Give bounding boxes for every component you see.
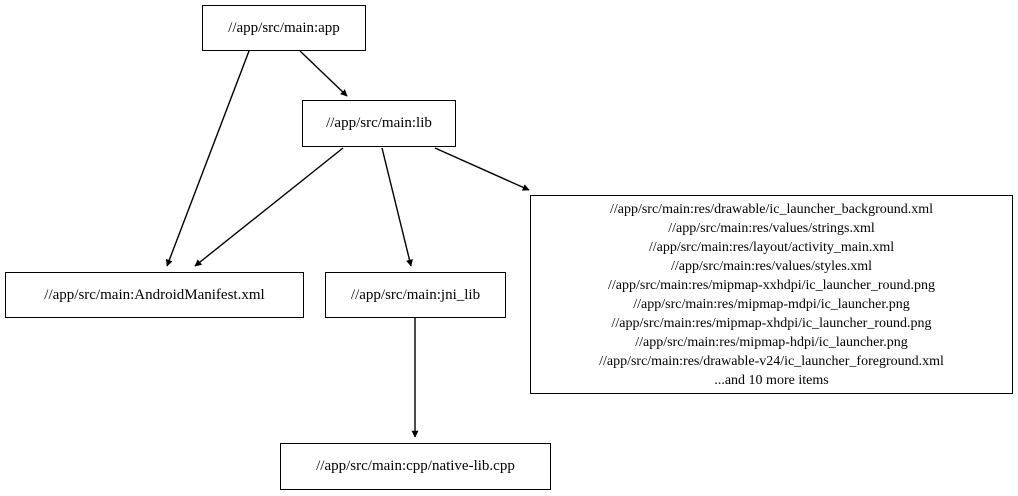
resource-line: //app/src/main:res/mipmap-mdpi/ic_launch…	[633, 296, 910, 312]
resource-line: ...and 10 more items	[714, 372, 829, 388]
graph-node-android-manifest-label: //app/src/main:AndroidManifest.xml	[44, 286, 265, 303]
graph-node-lib-label: //app/src/main:lib	[326, 115, 432, 132]
edge-app-to-lib	[299, 50, 348, 97]
graph-node-resources[interactable]: //app/src/main:res/drawable/ic_launcher_…	[530, 195, 1013, 394]
graph-node-android-manifest[interactable]: //app/src/main:AndroidManifest.xml	[5, 272, 304, 318]
graph-node-jni-lib[interactable]: //app/src/main:jni_lib	[325, 272, 506, 318]
graph-node-lib[interactable]: //app/src/main:lib	[302, 100, 456, 147]
resource-line: //app/src/main:res/drawable-v24/ic_launc…	[599, 353, 944, 369]
graph-node-resources-label: //app/src/main:res/drawable/ic_launcher_…	[537, 200, 1006, 390]
resource-line: //app/src/main:res/drawable/ic_launcher_…	[609, 201, 934, 217]
edge-lib-to-resources	[434, 147, 530, 191]
resource-line: //app/src/main:res/mipmap-hdpi/ic_launch…	[635, 334, 908, 350]
edge-lib-to-jni-lib	[381, 147, 413, 267]
graph-node-app[interactable]: //app/src/main:app	[202, 5, 366, 51]
resource-line: //app/src/main:res/layout/activity_main.…	[648, 239, 895, 255]
resource-line: //app/src/main:res/mipmap-xhdpi/ic_launc…	[611, 315, 932, 331]
resource-line: //app/src/main:res/values/strings.xml	[668, 220, 875, 236]
graph-node-native-lib-cpp-label: //app/src/main:cpp/native-lib.cpp	[316, 458, 515, 475]
edge-lib-to-manifest	[194, 147, 344, 267]
resource-line: //app/src/main:res/values/styles.xml	[670, 258, 873, 274]
resource-line: //app/src/main:res/mipmap-xxhdpi/ic_laun…	[608, 277, 935, 293]
graph-node-app-label: //app/src/main:app	[228, 19, 340, 36]
graph-node-jni-lib-label: //app/src/main:jni_lib	[350, 286, 481, 303]
graph-node-native-lib-cpp[interactable]: //app/src/main:cpp/native-lib.cpp	[280, 443, 551, 490]
edge-app-to-manifest	[165, 50, 250, 267]
